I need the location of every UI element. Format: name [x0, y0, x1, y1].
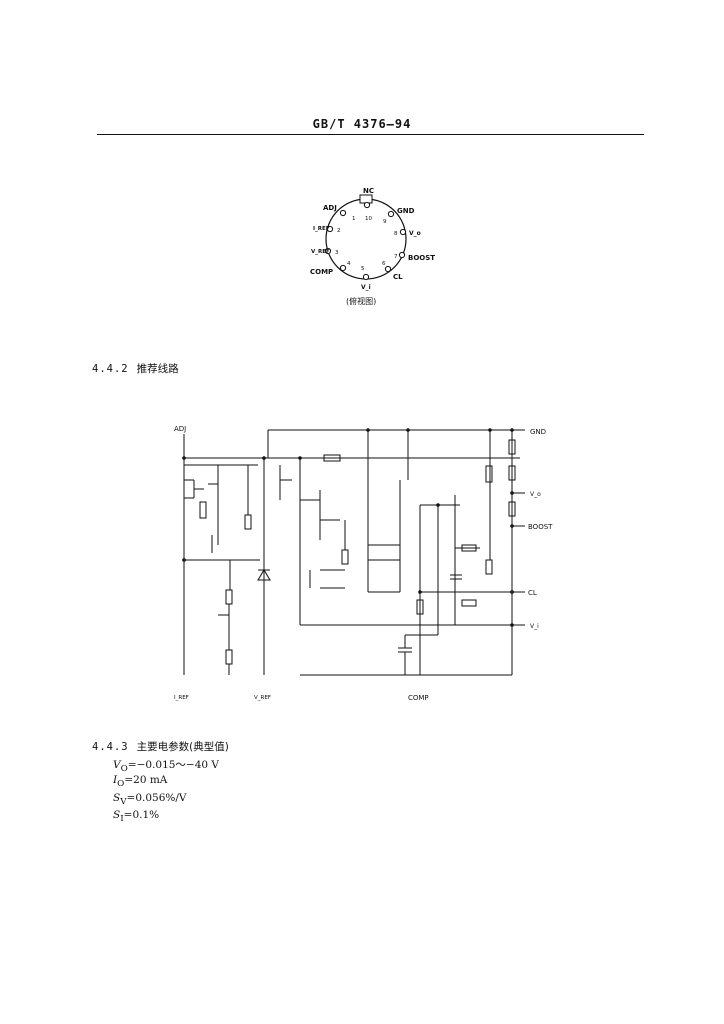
pin-6-marker — [384, 265, 392, 273]
section-443-number: 4.4.3 — [92, 741, 129, 753]
pin-3-marker — [324, 247, 332, 255]
pin-label-vref: V_REF — [311, 249, 330, 255]
section-442-title: 推荐线路 — [136, 363, 179, 375]
param-sv: SV=0.056%/V — [113, 792, 187, 807]
param-io-subscript: O — [117, 779, 125, 790]
pin-num-1: 1 — [352, 216, 356, 222]
pin-label-nc: NC — [363, 187, 374, 195]
param-sv-symbol: S — [113, 792, 121, 804]
pin-num-9: 9 — [383, 219, 387, 225]
circuit-label-adj: ADJ — [174, 425, 186, 433]
circuit-label-boost: BOOST — [528, 523, 553, 531]
pin-num-4: 4 — [347, 261, 351, 267]
pin-1-marker — [339, 209, 347, 217]
pin-8-marker — [399, 228, 407, 236]
pin-4-marker — [339, 264, 347, 272]
pin-label-comp: COMP — [310, 268, 333, 276]
param-sv-subscript: V — [120, 797, 127, 808]
circuit-label-vo: V_o — [530, 491, 541, 498]
param-vo: VO=−0.015～−40 V — [113, 757, 219, 774]
pin-num-5: 5 — [361, 266, 365, 272]
pin-5-marker — [362, 273, 370, 281]
pin-num-10: 10 — [365, 216, 372, 222]
pin-diagram-caption: (俯视图) — [346, 296, 376, 306]
pin-label-boost: BOOST — [408, 254, 435, 262]
param-si-subscript: I — [120, 814, 124, 825]
pin-num-8: 8 — [394, 231, 398, 237]
orientation-tab — [359, 194, 373, 204]
pin-diagram: NC ADJ I_REF V_REF COMP V_i CL BOOST V_o… — [310, 187, 435, 306]
pin-label-vi: V_i — [361, 284, 371, 291]
circuit-label-cl: CL — [528, 589, 537, 597]
circuit-label-iref: I_REF — [174, 695, 189, 701]
section-442-number: 4.4.2 — [92, 363, 129, 375]
pin-num-3: 3 — [335, 250, 339, 256]
circuit-label-vref: V_REF — [254, 695, 271, 701]
param-io-symbol: I — [113, 774, 118, 786]
circuit-label-gnd: GND — [530, 428, 546, 436]
param-sv-value: =0.056%/V — [126, 792, 187, 804]
section-442-heading: 4.4.2 推荐线路 — [92, 361, 179, 376]
param-si-symbol: S — [113, 809, 121, 821]
pin-num-6: 6 — [382, 261, 386, 267]
param-vo-subscript: O — [120, 764, 128, 775]
standard-header-title: GB/T 4376—94 — [312, 117, 412, 131]
pin-9-marker — [387, 210, 395, 218]
package-outline — [325, 198, 407, 280]
circuit-schematic: ADJ GND V_o BOOST CL V_i I_REF V_REF COM… — [174, 425, 553, 702]
pin-label-vo: V_o — [409, 230, 421, 237]
circuit-label-vi: V_i — [530, 623, 539, 630]
param-vo-value: =−0.015～−40 V — [127, 759, 220, 771]
pin-2-marker — [326, 225, 334, 233]
param-si: SI=0.1% — [113, 809, 159, 824]
pin-label-adj: ADJ — [323, 204, 337, 212]
header-rule — [97, 134, 644, 135]
pin-num-2: 2 — [337, 228, 341, 234]
pin-num-7: 7 — [394, 254, 398, 260]
pin-label-cl: CL — [393, 273, 403, 281]
circuit-label-comp: COMP — [408, 694, 429, 702]
section-443-title: 主要电参数(典型值) — [136, 741, 229, 753]
param-io-value: =20 mA — [124, 774, 168, 786]
pin-label-iref: I_REF — [313, 226, 330, 232]
pin-10-marker — [363, 201, 371, 209]
section-443-heading: 4.4.3 主要电参数(典型值) — [92, 739, 229, 754]
pin-label-gnd: GND — [397, 207, 415, 215]
pin-7-marker — [398, 251, 406, 259]
param-vo-symbol: V — [113, 759, 121, 771]
param-io: IO=20 mA — [113, 774, 167, 789]
param-si-value: =0.1% — [123, 809, 160, 821]
